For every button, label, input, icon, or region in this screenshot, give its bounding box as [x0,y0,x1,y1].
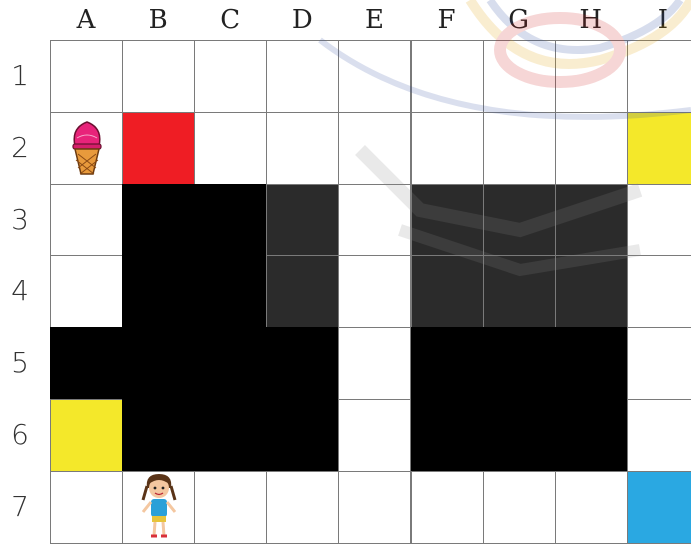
cell-c3[interactable] [194,184,267,257]
cell-b4[interactable] [122,255,195,328]
cell-i6[interactable] [627,399,691,472]
cell-f1[interactable] [411,40,484,113]
cell-d3[interactable] [266,184,339,257]
ice-cream-icon [67,118,107,178]
cell-i1[interactable] [627,40,691,113]
cell-a1[interactable] [50,40,123,113]
cell-d7[interactable] [266,471,339,544]
column-label-i: I [627,2,691,38]
cell-d2[interactable] [266,112,339,185]
cell-d5[interactable] [266,327,339,400]
cell-i2[interactable] [627,112,691,185]
cell-f3[interactable] [411,184,484,257]
column-label-b: B [122,2,194,38]
cell-h2[interactable] [555,112,628,185]
row-label-4: 4 [0,255,40,327]
cell-c5[interactable] [194,327,267,400]
cell-e6[interactable] [338,399,411,472]
cell-a4[interactable] [50,255,123,328]
cell-a2[interactable] [50,112,123,185]
column-label-c: C [194,2,266,38]
cell-b7[interactable] [122,471,195,544]
cell-d6[interactable] [266,399,339,472]
cell-h1[interactable] [555,40,628,113]
cell-a6[interactable] [50,399,123,472]
row-label-1: 1 [0,40,40,112]
column-label-d: D [266,2,338,38]
cell-a3[interactable] [50,184,123,257]
cell-g3[interactable] [483,184,556,257]
cell-a5[interactable] [50,327,123,400]
cell-b3[interactable] [122,184,195,257]
row-label-7: 7 [0,471,40,543]
cell-g6[interactable] [483,399,556,472]
game-grid [50,40,691,545]
cell-h4[interactable] [555,255,628,328]
cell-h5[interactable] [555,327,628,400]
cell-d1[interactable] [266,40,339,113]
cell-e5[interactable] [338,327,411,400]
cell-c1[interactable] [194,40,267,113]
cell-g2[interactable] [483,112,556,185]
cell-g7[interactable] [483,471,556,544]
row-label-6: 6 [0,399,40,471]
column-label-g: G [483,2,555,38]
cell-f6[interactable] [411,399,484,472]
cell-i5[interactable] [627,327,691,400]
cell-c7[interactable] [194,471,267,544]
cell-e4[interactable] [338,255,411,328]
cell-b1[interactable] [122,40,195,113]
cell-g1[interactable] [483,40,556,113]
cell-b5[interactable] [122,327,195,400]
cell-b6[interactable] [122,399,195,472]
cell-e7[interactable] [338,471,411,544]
cell-d4[interactable] [266,255,339,328]
cell-f4[interactable] [411,255,484,328]
cell-c2[interactable] [194,112,267,185]
cell-i3[interactable] [627,184,691,257]
row-label-2: 2 [0,112,40,184]
cell-i7[interactable] [627,471,691,544]
cell-e3[interactable] [338,184,411,257]
row-label-3: 3 [0,184,40,256]
cell-h3[interactable] [555,184,628,257]
cell-b2[interactable] [122,112,195,185]
cell-g4[interactable] [483,255,556,328]
cell-f2[interactable] [411,112,484,185]
column-label-e: E [338,2,410,38]
child-character-icon [137,472,181,542]
cell-c4[interactable] [194,255,267,328]
cell-f7[interactable] [411,471,484,544]
cell-i4[interactable] [627,255,691,328]
cell-a7[interactable] [50,471,123,544]
cell-e2[interactable] [338,112,411,185]
cell-h7[interactable] [555,471,628,544]
column-label-f: F [411,2,483,38]
cell-f5[interactable] [411,327,484,400]
cell-h6[interactable] [555,399,628,472]
row-label-5: 5 [0,327,40,399]
column-label-h: H [555,2,627,38]
cell-e1[interactable] [338,40,411,113]
cell-g5[interactable] [483,327,556,400]
column-label-a: A [50,2,122,38]
cell-c6[interactable] [194,399,267,472]
